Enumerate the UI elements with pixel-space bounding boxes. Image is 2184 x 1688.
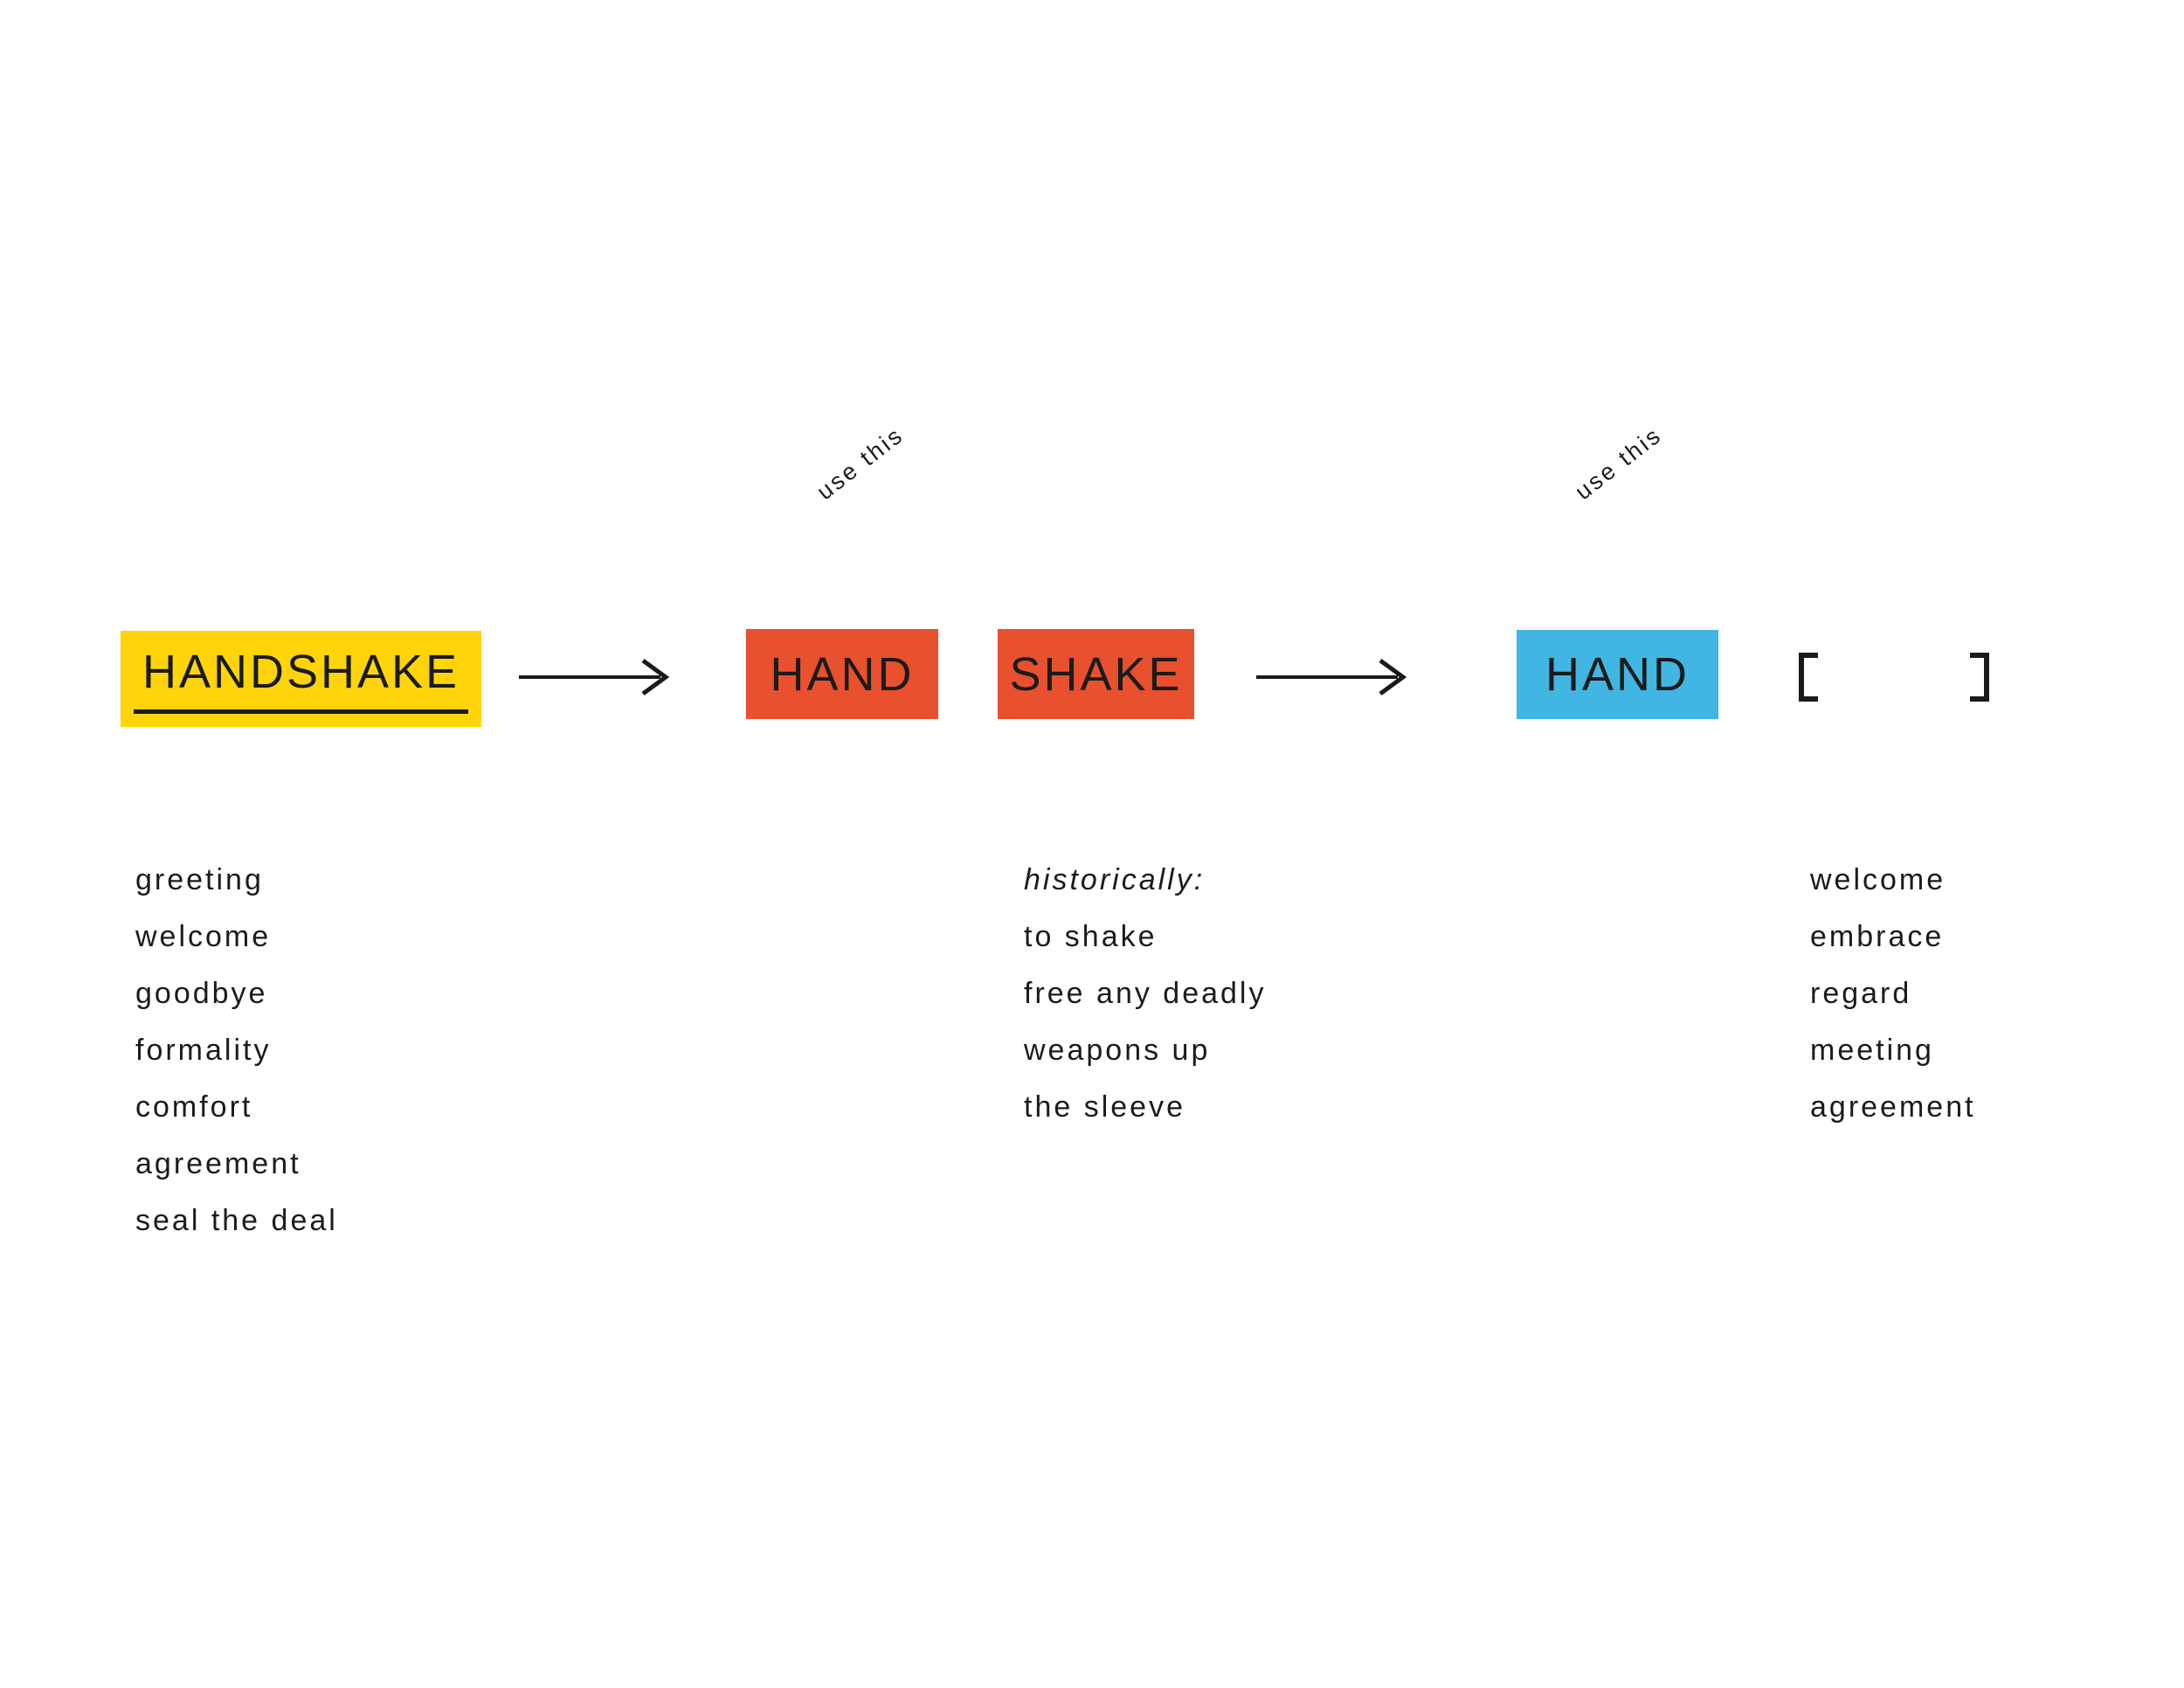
- list-item: greeting: [135, 863, 264, 896]
- split-word-label-hand: HAND: [770, 647, 915, 701]
- shake-history-list: historically: to shake free any deadly w…: [1024, 852, 1267, 1136]
- split-word-label-shake: SHAKE: [1009, 647, 1183, 701]
- arrow-right-icon: [519, 658, 670, 696]
- list-item: welcome: [135, 920, 272, 953]
- list-item: weapons up: [1024, 1034, 1211, 1067]
- list-item: comfort: [135, 1090, 253, 1124]
- source-word-label: HANDSHAKE: [133, 645, 469, 714]
- list-item: seal the deal: [135, 1204, 338, 1237]
- kept-word-label: HAND: [1545, 648, 1690, 701]
- kept-word-box: HAND: [1517, 630, 1718, 719]
- list-item: goodbye: [135, 977, 268, 1010]
- list-item: agreement: [135, 1147, 301, 1180]
- open-bracket-icon: [1799, 653, 1818, 702]
- source-word-box: HANDSHAKE: [121, 631, 481, 727]
- use-this-annotation-right: use this: [1570, 421, 1668, 505]
- close-bracket-icon: [1970, 653, 1989, 702]
- use-this-annotation-left: use this: [812, 421, 909, 505]
- list-item: regard: [1810, 977, 1912, 1010]
- list-item: to shake: [1024, 920, 1158, 953]
- list-heading: historically:: [1024, 863, 1206, 896]
- list-item: free any deadly: [1024, 977, 1267, 1010]
- handshake-meanings-list: greeting welcome goodbye formality comfo…: [135, 852, 338, 1249]
- split-word-box-hand: HAND: [746, 629, 938, 719]
- list-item: embrace: [1810, 920, 1945, 953]
- arrow-right-icon: [1256, 658, 1407, 696]
- split-word-box-shake: SHAKE: [998, 629, 1194, 719]
- list-item: welcome: [1810, 863, 1946, 896]
- list-item: meeting: [1810, 1034, 1934, 1067]
- list-item: the sleeve: [1024, 1090, 1185, 1124]
- arrow-head: [641, 658, 670, 696]
- arrow-head: [1379, 658, 1407, 696]
- list-item: agreement: [1810, 1090, 1976, 1124]
- hand-meanings-list: welcome embrace regard meeting agreement: [1810, 852, 1976, 1136]
- list-item: formality: [135, 1034, 272, 1067]
